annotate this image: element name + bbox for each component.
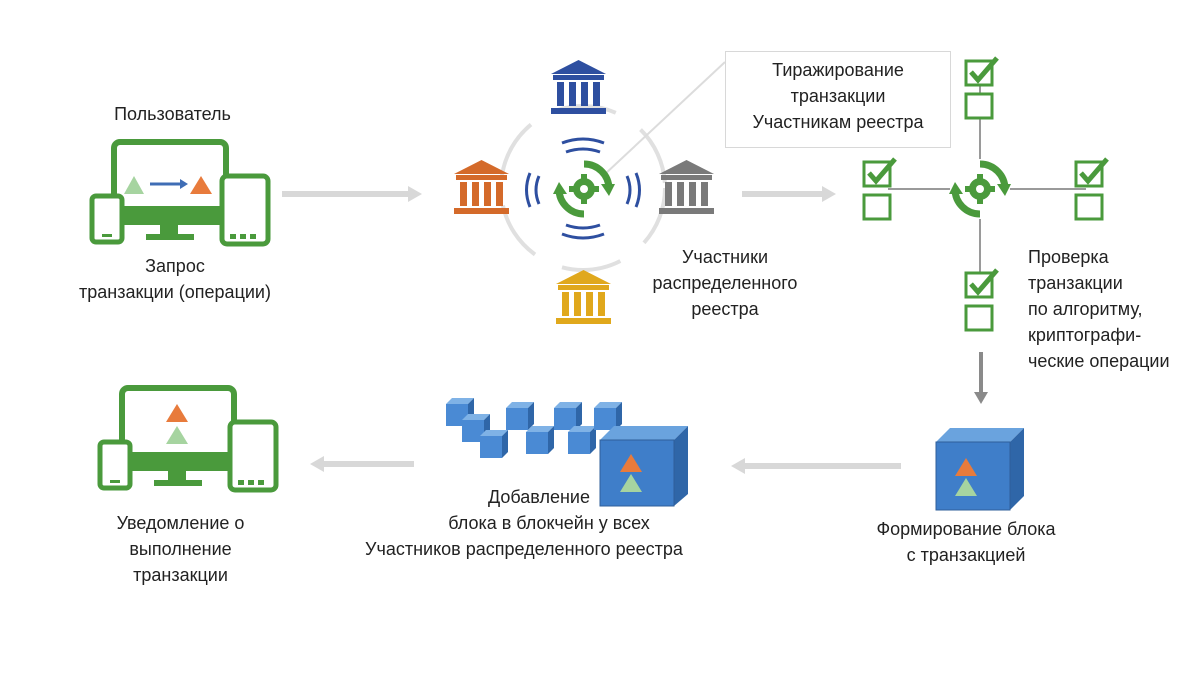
bank-icon-left	[454, 160, 509, 214]
checkbox-icon-left	[862, 157, 897, 221]
arrow-icon	[974, 352, 988, 404]
notification-label: Уведомление о выполнение транзакции	[116, 513, 245, 585]
user-title: Пользователь	[114, 104, 231, 124]
block-cube-icon	[935, 428, 1024, 511]
checkbox-icon-top	[964, 56, 999, 120]
verification-label: Проверка транзакции по алгоритму, крипто…	[1028, 247, 1170, 371]
arrow-icon	[282, 186, 422, 202]
bank-icon-bottom	[556, 270, 611, 324]
arrow-icon	[742, 186, 836, 202]
request-label: Запрос транзакции (операции)	[79, 256, 271, 302]
blockchain-icon	[446, 398, 688, 507]
arrow-icon	[310, 456, 414, 472]
notification-devices-icon	[97, 385, 279, 493]
block-cube-icon	[599, 426, 688, 507]
bank-icon-top	[551, 60, 606, 114]
block-forming-label: Формирование блока с транзакцией	[876, 519, 1056, 565]
sync-gear-icon	[553, 160, 615, 218]
checkbox-icon-right	[1074, 157, 1109, 221]
replication-callout: Тиражирование транзакции Участникам реес…	[725, 51, 951, 148]
sync-gear-icon	[949, 159, 1011, 219]
user-devices-icon	[89, 139, 271, 247]
arrow-icon	[731, 458, 901, 474]
callout-pointer	[603, 61, 726, 176]
checkbox-icon-bottom	[964, 268, 999, 332]
blockchain-add-label: Добавление блока в блокчейн у всех Участ…	[365, 487, 683, 559]
participants-label: Участники распределенного реестра	[652, 247, 798, 319]
bank-icon-right	[659, 160, 714, 214]
